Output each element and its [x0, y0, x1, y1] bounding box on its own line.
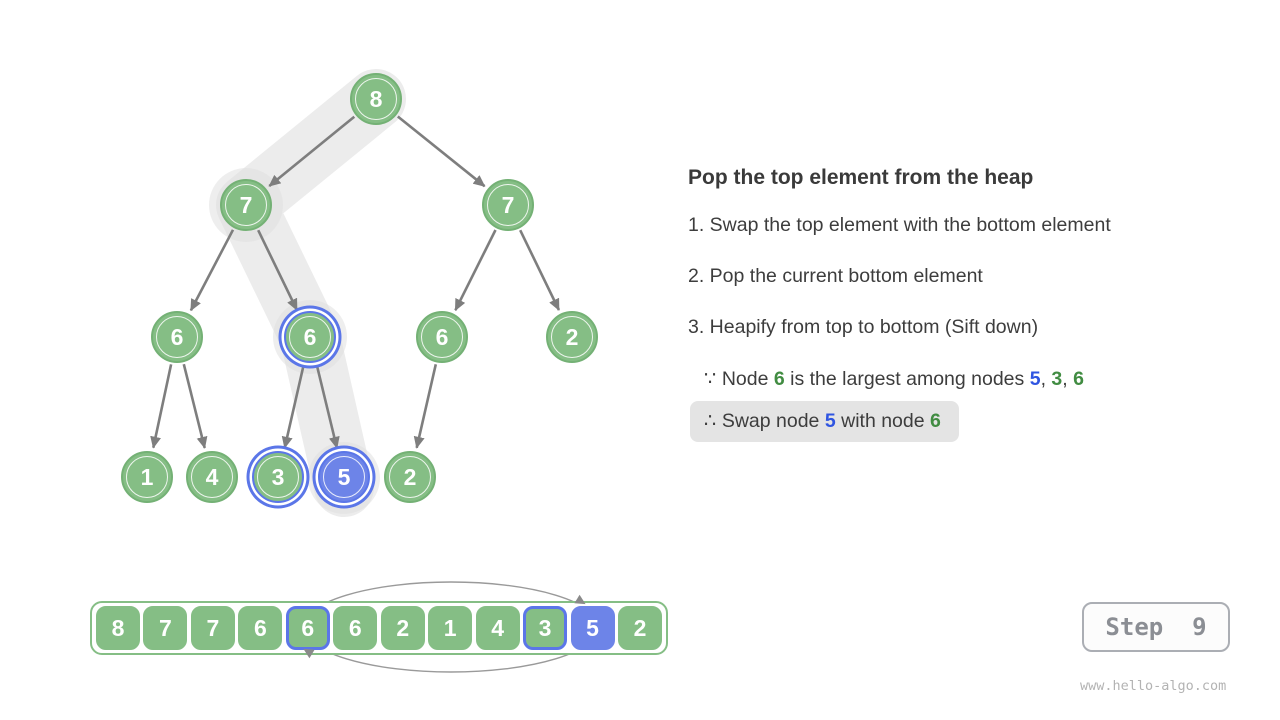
cell-value: 4	[491, 614, 505, 641]
node-value: 4	[205, 463, 219, 490]
because-text: ,	[1040, 368, 1052, 390]
tree-node-5-current: 5	[318, 451, 370, 503]
cell-value: 6	[253, 614, 267, 641]
edge-7L-6M	[257, 229, 299, 311]
edge-8-7R	[396, 115, 486, 188]
because-node-6: 6	[773, 368, 785, 390]
array-cell-9-highlighted: 3	[523, 606, 568, 650]
because-text: ,	[1062, 368, 1074, 390]
edge-6M-5	[315, 363, 340, 449]
cell-value: 2	[633, 614, 647, 641]
because-node-3: 3	[1051, 368, 1063, 390]
edge-7R-2R	[519, 229, 561, 311]
step-badge: Step 9	[1082, 602, 1230, 652]
array-cell-11: 2	[617, 606, 662, 650]
cell-value: 6	[301, 614, 315, 641]
node-value: 6	[435, 323, 449, 350]
array-cell-6: 2	[380, 606, 425, 650]
edge-7R-6R	[454, 229, 497, 312]
step-instruction-3: 3. Heapify from top to bottom (Sift down…	[688, 316, 1039, 338]
tree-node-6L: 6	[151, 311, 203, 363]
array-cell-2: 7	[190, 606, 235, 650]
step-instruction-2: 2. Pop the current bottom element	[688, 265, 983, 287]
edge-7L-6L	[189, 229, 235, 312]
explanation-panel: Pop the top element from the heap 1. Swa…	[688, 166, 1248, 442]
because-text: is the largest among nodes	[784, 368, 1030, 390]
edge-6L-1	[150, 364, 173, 449]
node-value: 6	[303, 323, 317, 350]
cell-value: 2	[396, 614, 410, 641]
tree-node-6R: 6	[416, 311, 468, 363]
cell-value: 5	[586, 614, 599, 641]
node-value: 7	[239, 191, 253, 218]
node-value: 2	[565, 323, 579, 350]
because-text: ∵ Node	[704, 368, 774, 390]
edge-6L-4	[182, 363, 208, 449]
because-note: ∵ Node 6 is the largest among nodes 5, 3…	[704, 367, 1248, 391]
therefore-node-6: 6	[930, 410, 941, 432]
array-cell-8: 4	[475, 606, 520, 650]
edge-8-7L	[268, 115, 356, 188]
edge-6M-3	[281, 364, 306, 449]
node-value: 1	[140, 463, 154, 490]
therefore-text: with node	[835, 410, 930, 432]
tree-node-6M-highlighted: 6	[284, 311, 336, 363]
tree-node-3-highlighted: 3	[252, 451, 304, 503]
array-cell-4-highlighted: 6	[285, 606, 330, 650]
tree-node-2B: 2	[384, 451, 436, 503]
tree-node-2R: 2	[546, 311, 598, 363]
array-cell-0: 8	[96, 606, 140, 650]
cell-value: 6	[348, 614, 362, 641]
heap-array: 8 7 7 6 6 6 2 1 4 3 5 2	[90, 601, 668, 655]
cell-value: 7	[206, 614, 220, 641]
therefore-node-5: 5	[824, 410, 836, 432]
node-value: 6	[170, 323, 184, 350]
step-instruction-1: 1. Swap the top element with the bottom …	[688, 214, 1111, 236]
cell-value: 1	[443, 614, 457, 641]
array-cell-5: 6	[333, 606, 378, 650]
tree-node-8: 8	[350, 73, 402, 125]
therefore-text: ∴ Swap node	[704, 410, 825, 432]
array-cell-3: 6	[238, 606, 283, 650]
tree-node-4: 4	[186, 451, 238, 503]
tree-node-1: 1	[121, 451, 173, 503]
node-value: 2	[403, 463, 417, 490]
therefore-box: ∴ Swap node 5 with node 6	[690, 401, 959, 442]
array-cell-7: 1	[428, 606, 473, 650]
node-value: 5	[337, 463, 351, 490]
array-cell-10-current: 5	[570, 606, 615, 650]
node-value: 7	[501, 191, 515, 218]
tree-edges	[150, 115, 561, 449]
node-value: 3	[271, 463, 285, 490]
because-node-6b: 6	[1073, 368, 1084, 390]
watermark: www.hello-algo.com	[1080, 678, 1227, 694]
array-cell-1: 7	[143, 606, 188, 650]
tree-node-7R: 7	[482, 179, 534, 231]
cell-value: 7	[159, 614, 172, 641]
edge-6R-2B	[413, 364, 438, 449]
panel-title: Pop the top element from the heap	[688, 166, 1034, 189]
tree-node-7L: 7	[220, 179, 272, 231]
because-node-5: 5	[1029, 368, 1041, 390]
cell-value: 8	[111, 614, 125, 641]
node-value: 8	[369, 85, 383, 112]
cell-value: 3	[538, 614, 552, 641]
